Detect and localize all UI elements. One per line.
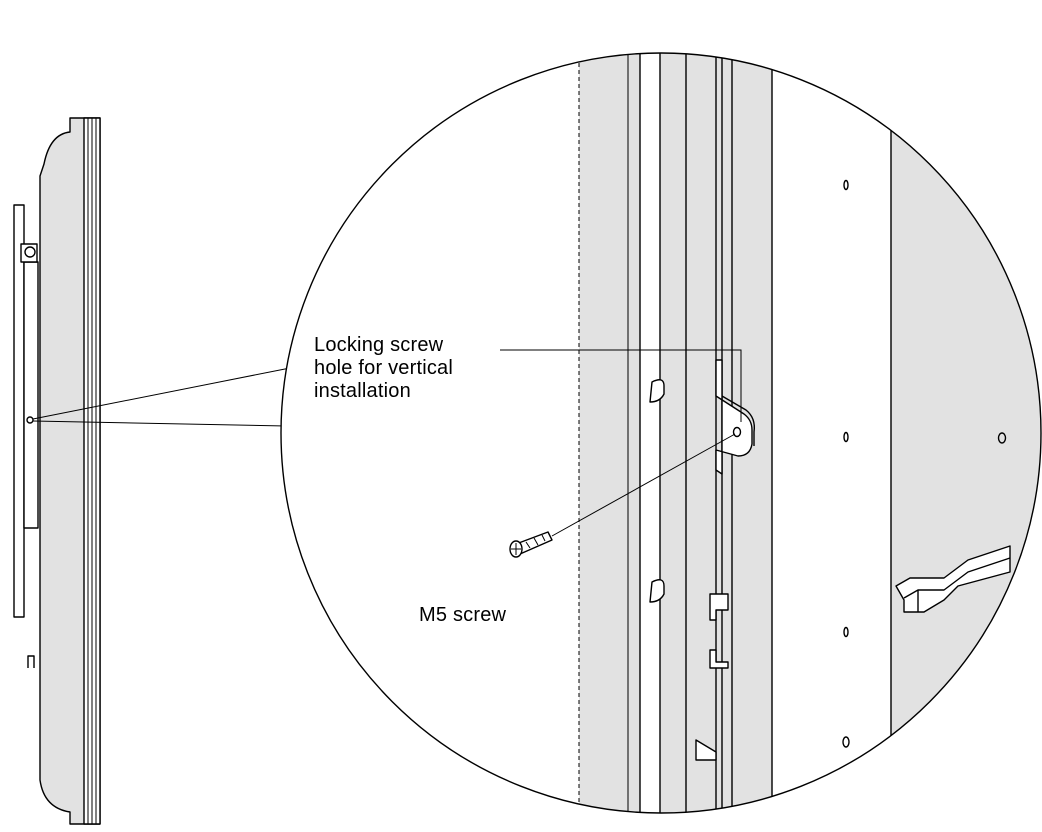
rail-slot-upper — [649, 379, 665, 403]
callout-line-1: Locking screw — [314, 334, 444, 356]
locking-screw-hole — [732, 426, 742, 438]
hook-bracket — [895, 545, 1011, 613]
magnifier-circle — [280, 52, 1042, 814]
display-back-hole — [997, 432, 1007, 444]
locking-screw-point — [26, 416, 34, 424]
callout-cone-lower — [32, 420, 287, 427]
mount-hook — [20, 243, 38, 263]
magnified-detail — [281, 53, 1041, 813]
mount-hole-1 — [843, 179, 849, 191]
display-back-region — [891, 53, 1041, 813]
m5-screw-label: M5 screw — [419, 604, 507, 626]
wall-mount-plate — [13, 204, 25, 618]
channel-notch-lower — [709, 649, 729, 669]
rail-slot-lower — [649, 579, 665, 603]
callout-line-3: installation — [314, 380, 411, 402]
m5-screw — [509, 531, 553, 558]
display-side-view — [13, 117, 101, 825]
mount-hole-3 — [843, 626, 849, 638]
mount-hole-2 — [843, 431, 849, 443]
mount-hole-4 — [842, 736, 850, 748]
locking-screw-callout-label: Locking screw hole for vertical installa… — [314, 334, 453, 403]
bottom-latch — [27, 655, 35, 668]
channel-notch-upper — [709, 593, 729, 621]
screw-guide-line — [551, 433, 736, 537]
bracket-rail — [627, 53, 661, 813]
mount-rail — [23, 261, 39, 529]
callout-cone-upper — [32, 367, 291, 420]
locking-tab — [715, 359, 753, 475]
callout-line-2: hole for vertical — [314, 357, 454, 379]
locking-callout-leader — [500, 349, 742, 422]
